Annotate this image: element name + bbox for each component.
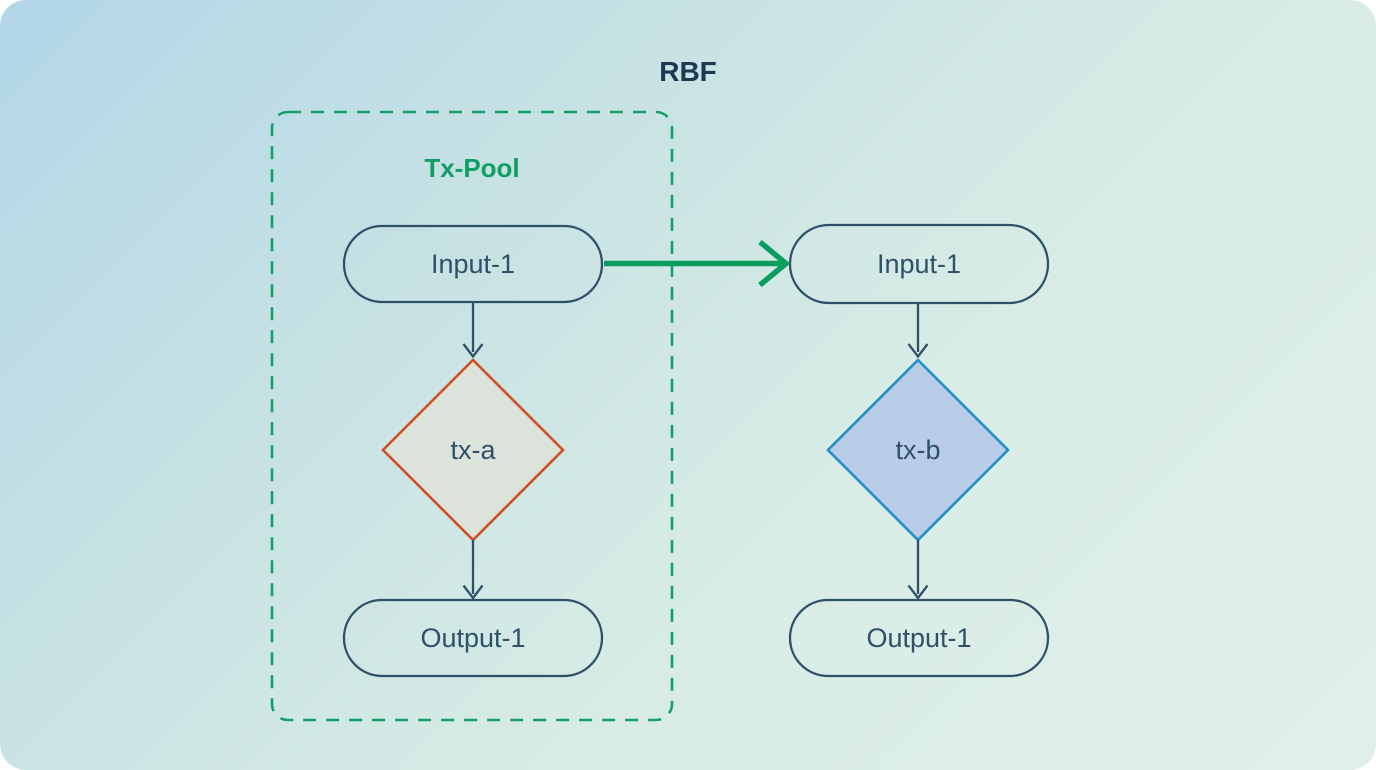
edge-tx-a-to-pool-output	[462, 540, 484, 600]
edge-replacement-input-to-tx-b	[907, 303, 929, 359]
arrowhead-down-icon	[907, 584, 929, 600]
tx-a-node-label: tx-a	[450, 434, 496, 465]
arrowhead-down-icon	[907, 343, 929, 359]
edge-pool-input-to-tx-a	[462, 302, 484, 359]
replacement-input-node-label: Input-1	[876, 248, 962, 279]
pool-output-pill	[342, 598, 604, 678]
arrowhead-right-icon	[758, 239, 791, 288]
tx-pool-boundary	[270, 110, 674, 722]
edge-tx-b-to-replacement-output	[907, 540, 929, 600]
pool-output-node-label: Output-1	[420, 622, 526, 653]
arrowhead-down-icon	[462, 343, 484, 359]
arrowhead-down-icon	[462, 584, 484, 600]
edge-replace-by-fee	[604, 239, 791, 288]
pool-input-node-label: Input-1	[430, 248, 516, 279]
replacement-output-node-label: Output-1	[866, 622, 972, 653]
tx-b-node-label: tx-b	[895, 434, 941, 465]
replacement-output-pill	[788, 598, 1050, 678]
diagram-title: RBF	[659, 56, 717, 87]
tx-pool-label: Tx-Pool	[424, 152, 520, 183]
